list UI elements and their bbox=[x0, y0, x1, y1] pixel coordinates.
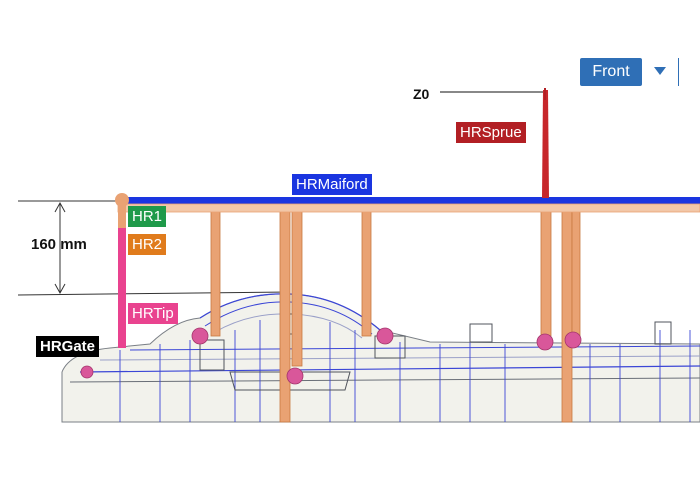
manifold-bar bbox=[118, 197, 700, 204]
gate-point bbox=[536, 333, 554, 351]
z0-label: Z0 bbox=[413, 86, 430, 102]
gate-point bbox=[564, 331, 582, 349]
hr2-label: HR2 bbox=[128, 234, 167, 255]
hr1-label: HR1 bbox=[128, 206, 167, 227]
molded-part bbox=[61, 293, 700, 423]
sprue bbox=[542, 88, 549, 198]
caret-down-icon[interactable] bbox=[654, 67, 666, 75]
manifold-underside bbox=[117, 203, 700, 213]
gate-point bbox=[286, 367, 304, 385]
nozzle-head bbox=[115, 193, 129, 207]
gate-point bbox=[80, 365, 94, 379]
manifold-label: HRMaiford bbox=[292, 174, 372, 195]
drop-6 bbox=[561, 205, 573, 423]
drop-4 bbox=[361, 205, 372, 337]
dimension-160mm bbox=[17, 200, 291, 296]
gate-label: HRGate bbox=[36, 336, 100, 357]
drop-3 bbox=[291, 205, 303, 367]
drops bbox=[210, 205, 581, 423]
gate-point bbox=[191, 327, 209, 345]
gate-points bbox=[80, 327, 582, 385]
toolbar-divider bbox=[678, 58, 679, 86]
sprue-label: HRSprue bbox=[456, 122, 526, 143]
dimension-label: 160 mm bbox=[31, 236, 87, 253]
gate-point bbox=[376, 327, 394, 345]
view-selector-button[interactable]: Front bbox=[580, 58, 642, 86]
drop-1 bbox=[210, 205, 221, 337]
drop-2 bbox=[279, 205, 291, 423]
drop-7 bbox=[571, 205, 581, 337]
tip-label: HRTip bbox=[128, 303, 178, 324]
drop-5 bbox=[540, 205, 552, 337]
left-nozzle bbox=[115, 193, 129, 348]
